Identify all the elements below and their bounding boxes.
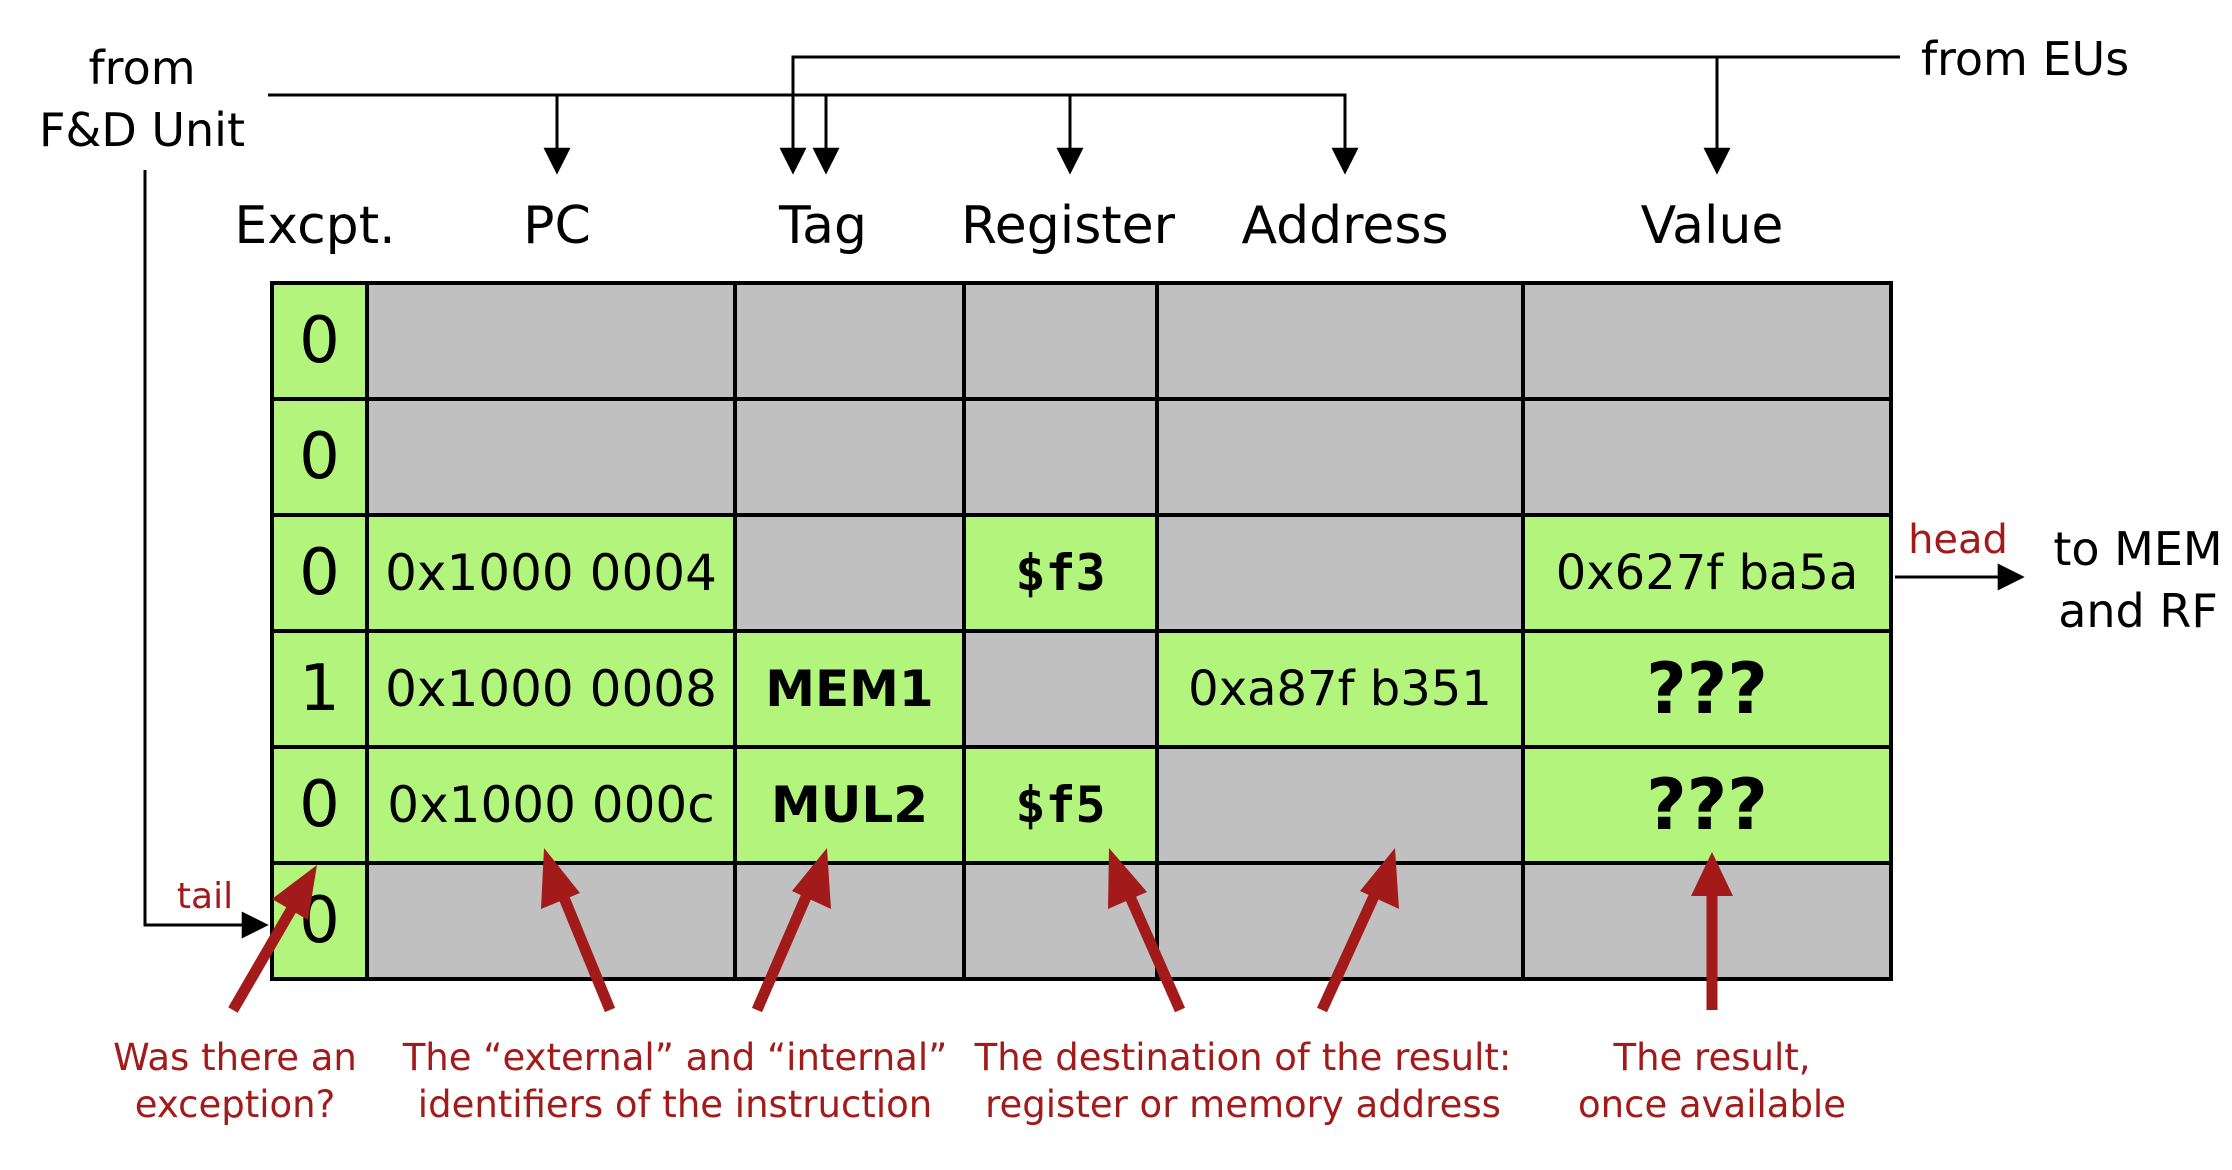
cell-address (1155, 629, 1525, 749)
cell-excpt-text: 0 (299, 420, 340, 494)
address-arrow (1316, 848, 1399, 1013)
cell-pc (365, 397, 737, 517)
value-arrow (1691, 852, 1733, 1010)
cell-pc-text: 0x1000 0004 (385, 544, 717, 602)
tag-arrow (751, 848, 831, 1013)
cell-value-text: 0x627f ba5a (1556, 545, 1859, 601)
cell-tag-text: MUL2 (771, 776, 928, 834)
annotation-exception-line2: exception? (135, 1083, 335, 1126)
cell-pc-text: 0x1000 000c (387, 776, 714, 834)
cell-value (1521, 397, 1893, 517)
cell-address (1155, 745, 1525, 865)
annotation-arrows (228, 848, 1733, 1013)
register-arrow (1108, 848, 1186, 1013)
cell-value (1521, 281, 1893, 401)
fd-unit-label-line2: F&D Unit (39, 103, 245, 157)
header-address: Address (1241, 196, 1448, 256)
table-row: 0 (270, 861, 1893, 981)
fd-unit-label-line1: from (88, 41, 195, 95)
head-pointer-label: head (1908, 517, 2008, 563)
table-row: 0 0x1000 0004 $f3 0x627f ba5a (270, 513, 1893, 633)
cell-address (1155, 397, 1525, 517)
table-row: 0 (270, 397, 1893, 517)
annotation-destination-line2: register or memory address (985, 1083, 1501, 1126)
cell-excpt-text: 1 (299, 652, 340, 726)
cell-pc-text: 0x1000 0008 (385, 660, 717, 718)
rob-table: 0 0 0 0x1000 0004 $f3 0x627f ba5a 1 0x1000 0008… (270, 281, 1893, 981)
fd-unit-wires (143, 93, 1359, 939)
cell-value-text: ??? (1646, 764, 1768, 846)
output-label-line2: and RF (2058, 584, 2218, 638)
cell-value (1521, 745, 1893, 865)
cell-tag (733, 397, 966, 517)
annotation-exception-line1: Was there an (113, 1036, 357, 1079)
cell-address (1155, 281, 1525, 401)
cell-address-text: 0xa87f b351 (1188, 661, 1492, 717)
eu-wires (779, 55, 1900, 175)
pc-arrow (541, 848, 616, 1013)
cell-address (1155, 513, 1525, 633)
header-value: Value (1641, 196, 1784, 256)
cell-excpt (270, 745, 369, 865)
cell-excpt-text: 0 (299, 536, 340, 610)
header-register: Register (961, 196, 1176, 256)
cell-tag-text: MEM1 (765, 660, 933, 718)
table-row: 0 (270, 281, 1893, 401)
cell-value-text: ??? (1646, 648, 1768, 730)
cell-pc (365, 281, 737, 401)
cell-tag (733, 745, 966, 865)
output-label-line1: to MEM (2053, 522, 2222, 576)
cell-excpt-text: 0 (299, 768, 340, 842)
header-tag: Tag (778, 196, 867, 256)
cell-value (1521, 513, 1893, 633)
annotation-result-line1: The result, (1612, 1036, 1810, 1079)
eus-label: from EUs (1921, 32, 2129, 86)
annotation-identifiers-line1: The “external” and “internal” (402, 1036, 948, 1079)
table-row: 0 0x1000 000c MUL2 $f5??? (270, 745, 1893, 865)
cell-register-text: $f5 (1015, 776, 1105, 834)
cell-tag (733, 281, 966, 401)
cell-register (962, 397, 1159, 517)
annotation-destination-line1: The destination of the result: (974, 1036, 1512, 1079)
cell-register (962, 281, 1159, 401)
cell-tag (733, 861, 966, 981)
table-row: 1 0x1000 0008 MEM1 0xa87f b351??? (270, 629, 1893, 749)
cell-excpt-text: 0 (299, 304, 340, 378)
cell-register (962, 629, 1159, 749)
cell-pc (365, 629, 737, 749)
annotation-identifiers-line2: identifiers of the instruction (418, 1083, 932, 1126)
header-pc: PC (523, 196, 591, 256)
exception-arrow (228, 865, 317, 1013)
cell-tag (733, 513, 966, 633)
tail-pointer-label: tail (177, 876, 233, 917)
header-excpt: Excpt. (234, 196, 395, 256)
cell-value (1521, 629, 1893, 749)
annotation-result-line2: once available (1578, 1083, 1846, 1126)
cell-register-text: $f3 (1015, 544, 1105, 602)
